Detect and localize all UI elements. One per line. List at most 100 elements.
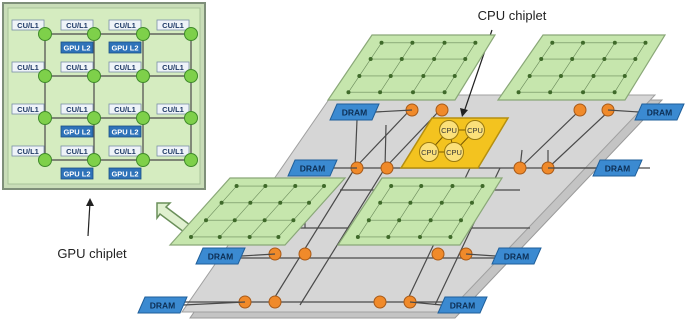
gpu-mesh-line bbox=[357, 185, 392, 238]
gpu-mesh-node bbox=[378, 90, 383, 95]
gpu-mesh-node bbox=[421, 73, 426, 78]
interposer-link bbox=[354, 119, 358, 169]
gpu-chiplet-plane bbox=[336, 177, 504, 246]
gpu-mesh-node bbox=[204, 218, 208, 223]
dram-lower-right: DRAM bbox=[465, 247, 542, 265]
dram-label: DRAM bbox=[647, 108, 673, 118]
gpu-mesh-node bbox=[580, 40, 585, 45]
interposer-link bbox=[547, 109, 611, 169]
gpu-l2-box bbox=[60, 167, 94, 180]
gpu-mesh-node bbox=[612, 90, 617, 95]
dram-link bbox=[607, 109, 639, 113]
interposer-link bbox=[354, 109, 411, 169]
inset-router-node bbox=[38, 27, 52, 41]
gpu-mesh-node bbox=[217, 234, 222, 239]
cu-l1-label: CU/L1 bbox=[114, 21, 136, 30]
cu-l1-label: CU/L1 bbox=[66, 21, 88, 30]
gpu-mesh-line bbox=[518, 42, 553, 93]
gpu-mesh-node bbox=[419, 184, 424, 189]
cu-l1-box bbox=[108, 61, 142, 73]
gpu-mesh-node bbox=[442, 40, 447, 45]
gpu-mesh-node bbox=[399, 57, 404, 62]
gpu-mesh-node bbox=[293, 184, 298, 189]
dram-label: DRAM bbox=[342, 108, 368, 118]
dram-mid-right: DRAM bbox=[548, 159, 643, 177]
dram-chip bbox=[491, 247, 542, 265]
gpu-l2-label: GPU L2 bbox=[63, 128, 90, 137]
gpu-mesh-node bbox=[450, 184, 455, 189]
dram-label: DRAM bbox=[450, 301, 476, 311]
gpu-mesh-node bbox=[432, 57, 437, 62]
interposer-link bbox=[384, 124, 387, 169]
gpu-mesh-line bbox=[450, 185, 483, 238]
dram-chip bbox=[137, 296, 188, 314]
gpu-mesh-line bbox=[549, 42, 584, 93]
inset-router-node bbox=[136, 27, 150, 41]
gpu-mesh-node bbox=[262, 218, 267, 223]
cu-l1-box bbox=[108, 145, 142, 157]
gpu-mesh-line bbox=[614, 42, 646, 93]
dram-chip bbox=[634, 103, 685, 121]
gpu-mesh-line bbox=[419, 185, 453, 238]
dram-chip bbox=[287, 159, 338, 177]
cu-l1-label: CU/L1 bbox=[66, 147, 88, 156]
gpu-mesh-node bbox=[570, 57, 575, 62]
gpu-chiplets bbox=[168, 34, 667, 246]
gpu-mesh-node bbox=[410, 90, 415, 95]
gpu-mesh-node bbox=[388, 73, 393, 78]
gpu-mesh-node bbox=[548, 90, 553, 95]
inset-router-node bbox=[136, 153, 150, 167]
gpu-mesh-node bbox=[322, 184, 326, 189]
gpu-mesh-node bbox=[366, 218, 371, 223]
gpu-mesh-line bbox=[444, 42, 476, 93]
router-node bbox=[298, 247, 312, 261]
dram-link bbox=[465, 253, 496, 257]
gpu-l2-label: GPU L2 bbox=[111, 170, 138, 179]
cpu-core-label: CPU bbox=[441, 126, 457, 135]
cpu-core bbox=[439, 120, 459, 140]
cu-l1-label: CU/L1 bbox=[17, 21, 39, 30]
cu-l1-label: CU/L1 bbox=[17, 63, 39, 72]
gpu-mesh-node bbox=[633, 57, 638, 62]
gpu-mesh-node bbox=[378, 200, 383, 205]
gpu-mesh-node bbox=[539, 57, 544, 62]
inset-router-node bbox=[184, 111, 198, 125]
cu-l1-box bbox=[156, 61, 190, 73]
gpu-mesh-node bbox=[469, 200, 474, 205]
gpu-mesh-node bbox=[276, 234, 281, 239]
gpu-mesh-node bbox=[458, 218, 463, 223]
cu-l1-label: CU/L1 bbox=[162, 21, 184, 30]
router-node bbox=[513, 161, 527, 175]
cpu-core-label: CPU bbox=[421, 148, 437, 157]
gpu-mesh-line bbox=[219, 185, 266, 238]
cu-l1-box bbox=[108, 19, 142, 31]
gpu-mesh-node bbox=[219, 200, 224, 205]
inset-router-node bbox=[38, 69, 52, 83]
cu-l1-box bbox=[156, 145, 190, 157]
cu-l1-box bbox=[108, 103, 142, 115]
gpu-mesh-node bbox=[622, 73, 627, 78]
cu-l1-box bbox=[156, 103, 190, 115]
gpu-l2-label: GPU L2 bbox=[63, 170, 90, 179]
gpu-l2-box bbox=[108, 125, 142, 138]
gpu-mesh-node bbox=[232, 218, 237, 223]
cu-l1-label: CU/L1 bbox=[162, 147, 184, 156]
dram-bottom-right: DRAM bbox=[409, 296, 488, 314]
cu-l1-box bbox=[11, 145, 45, 157]
cu-l1-label: CU/L1 bbox=[114, 147, 136, 156]
gpu-l2-box bbox=[108, 41, 142, 54]
gpu-mesh-node bbox=[558, 73, 563, 78]
gpu-mesh-node bbox=[480, 184, 485, 189]
dram-chip bbox=[329, 103, 380, 121]
gpu-mesh-node bbox=[389, 184, 394, 189]
gpu-mesh-node bbox=[189, 234, 193, 239]
gpu-mesh-node bbox=[442, 90, 447, 95]
gpu-mesh-node bbox=[247, 234, 252, 239]
dram-lower-left: DRAM bbox=[195, 247, 276, 265]
gpu-l2-label: GPU L2 bbox=[111, 128, 138, 137]
router-node bbox=[380, 161, 394, 175]
cu-l1-box bbox=[60, 145, 94, 157]
